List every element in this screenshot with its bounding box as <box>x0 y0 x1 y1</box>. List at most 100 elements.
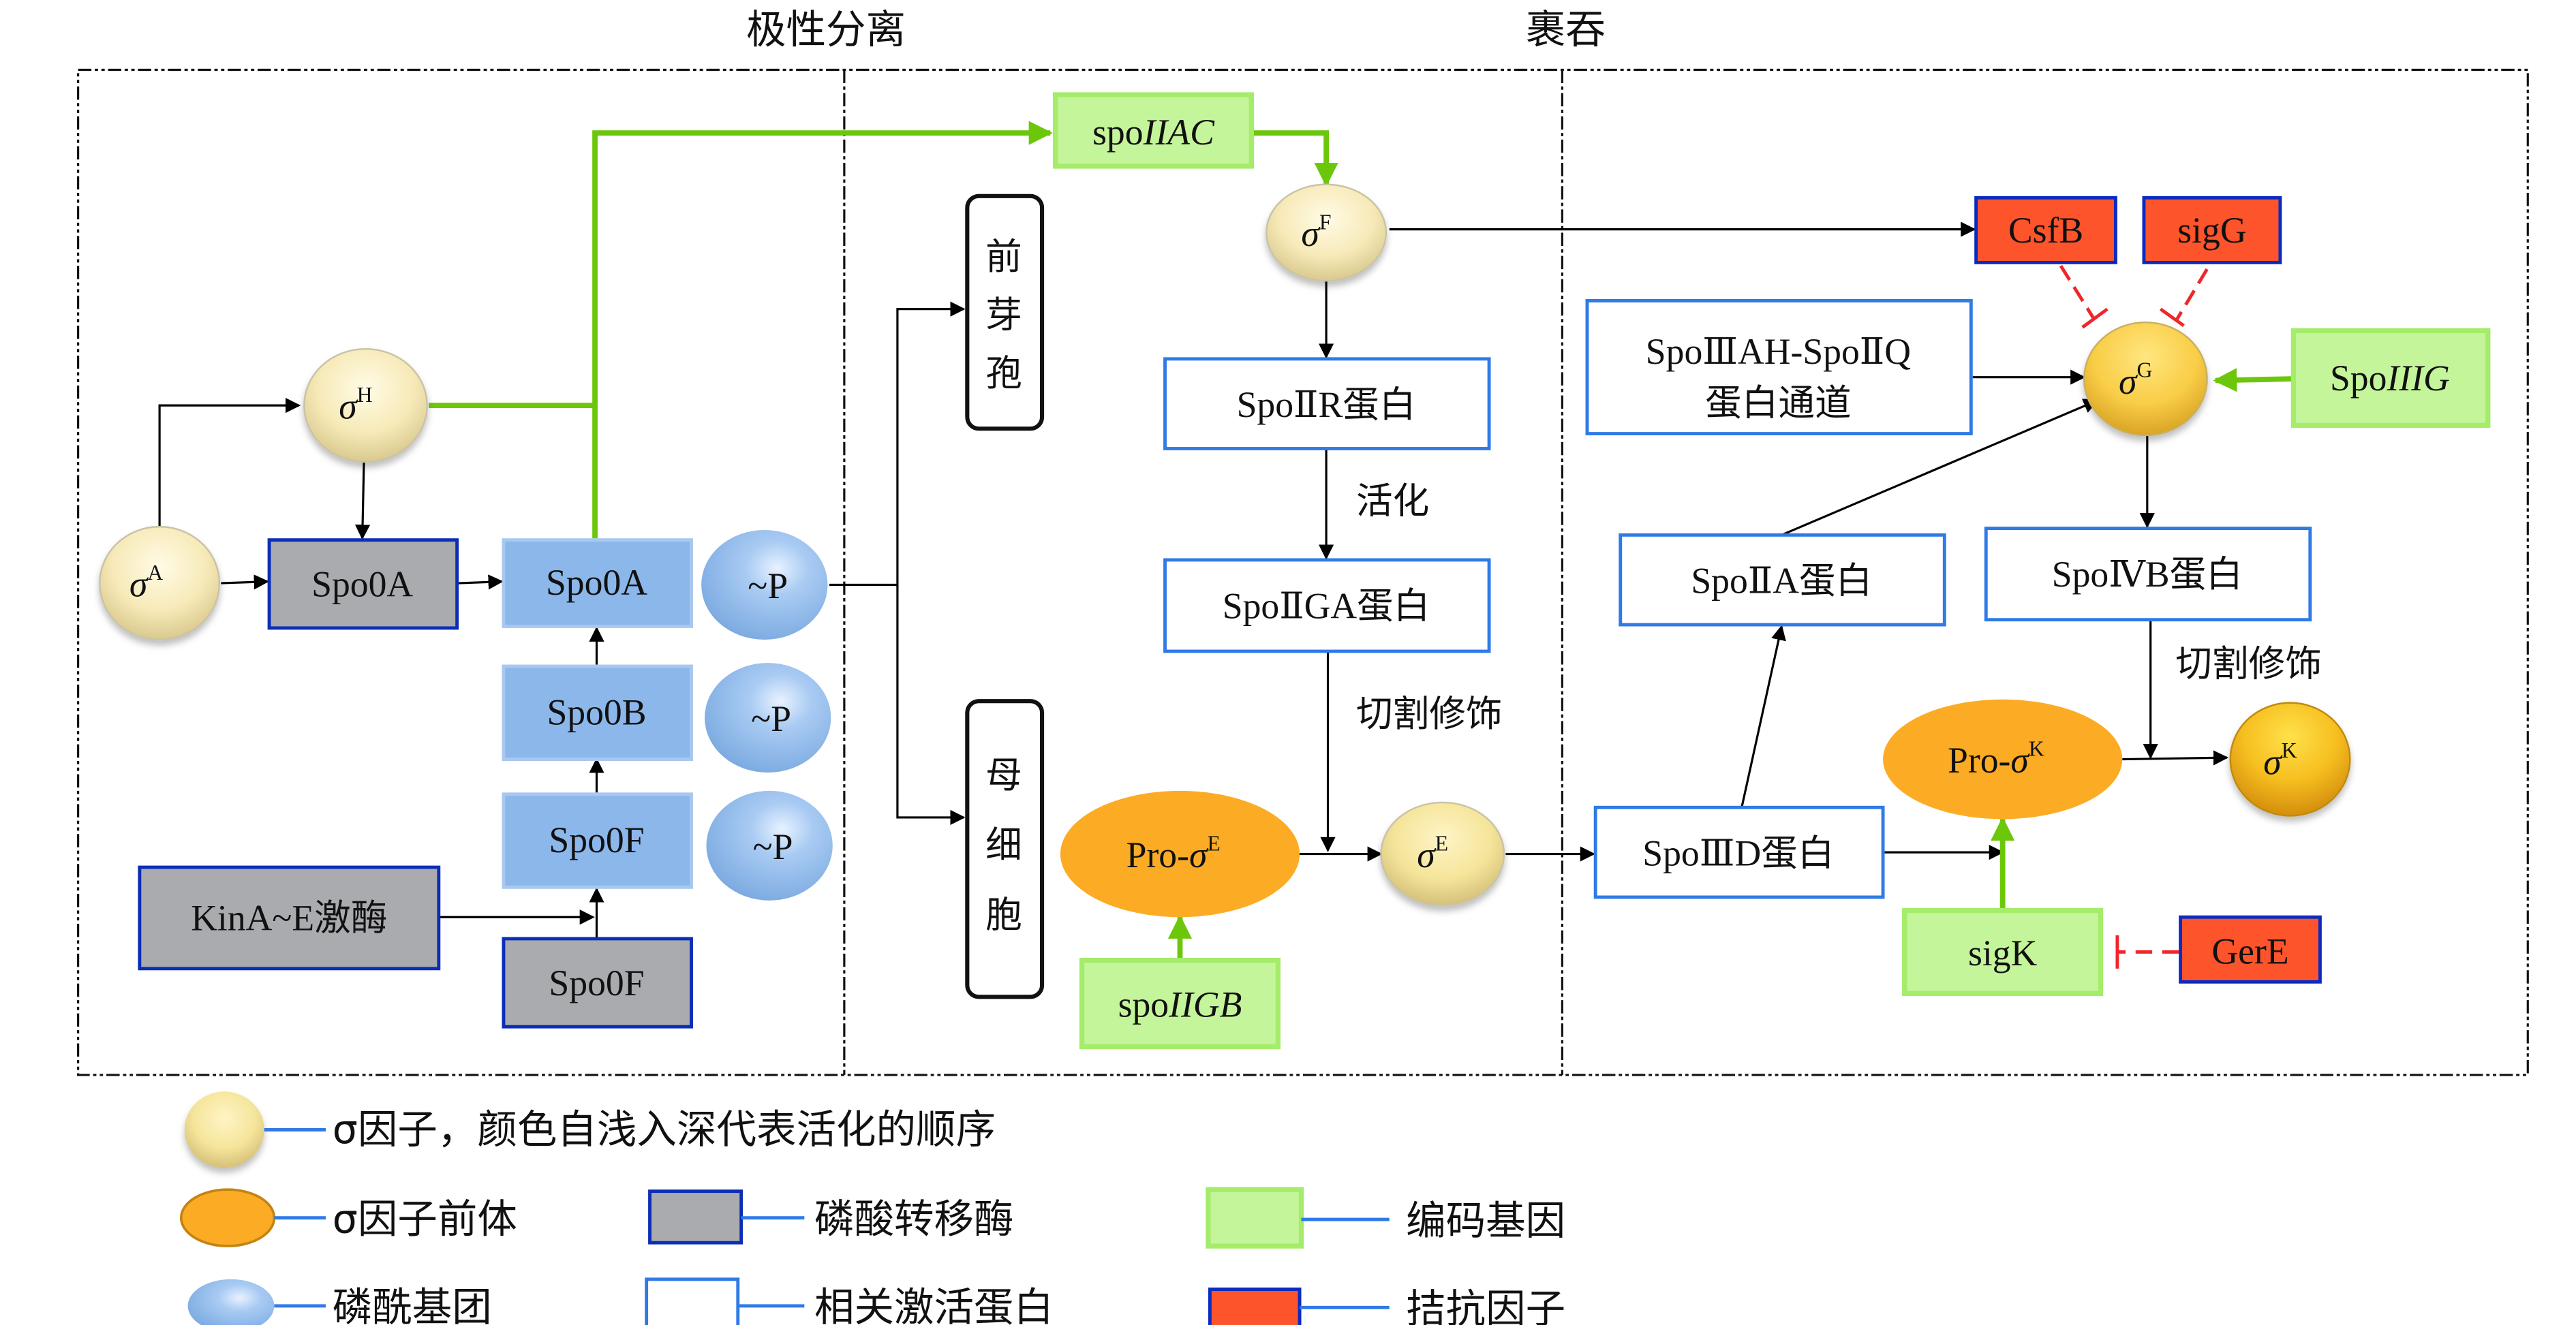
sigG-label: sigG <box>2177 210 2246 251</box>
sigma-A-node[interactable]: σA <box>99 525 221 641</box>
csfB-antagonist[interactable]: CsfB <box>1974 196 2117 264</box>
antagonist-box <box>2179 915 2322 984</box>
sigma-factor-ellipse <box>2229 702 2351 817</box>
forespore-char-3: 孢 <box>985 352 1022 394</box>
spoIIID-label: SpoⅢD蛋白 <box>1642 833 1834 874</box>
sigma-A-label: σA <box>129 561 163 604</box>
forespore-char-2: 芽 <box>985 293 1022 336</box>
spo0A-phosphotransferase[interactable]: Spo0A <box>267 538 459 630</box>
sigma-K-label: σK <box>2263 738 2297 782</box>
diagram-frame <box>77 68 2529 1076</box>
phosphotransferase-box <box>267 538 459 630</box>
phospho-group-1: ~P <box>701 530 828 640</box>
spoIIIG-gene[interactable]: SpoIIIG <box>2290 328 2491 428</box>
sigG-antagonist[interactable]: sigG <box>2142 196 2282 264</box>
spo0F-phosphorylated[interactable]: Spo0F <box>502 792 693 889</box>
edge-sigmaA-to-sigmaH <box>158 398 301 529</box>
mother-cell-char-1: 母 <box>985 753 1022 796</box>
spoIIGA-protein[interactable]: SpoⅡGA蛋白 <box>1163 558 1491 653</box>
inhibition-lines <box>2059 264 2209 969</box>
legend-antagonist-label: 拮抗因子 <box>1406 1285 1565 1325</box>
mother-cell-compartment[interactable]: 母 细 胞 <box>965 699 1045 999</box>
spoIVB-label: SpoⅣB蛋白 <box>2052 554 2243 595</box>
legend-gene-label: 编码基因 <box>1406 1198 1565 1244</box>
spo0B-label: Spo0B <box>547 691 646 732</box>
phospho-group-3: ~P <box>706 790 833 901</box>
gene-activation-lines <box>429 121 2293 961</box>
green-edge-spoIIAC-to-sigmaF <box>1251 130 1338 187</box>
spo0B-phosphorylated[interactable]: Spo0B <box>502 664 693 761</box>
spoIIA-protein[interactable]: SpoⅡA蛋白 <box>1619 533 1946 627</box>
sigma-factor-ellipse <box>2083 321 2208 437</box>
gene-box <box>2290 328 2491 428</box>
spo0F-phosphotransferase[interactable]: Spo0F <box>502 937 693 1029</box>
spo0A-phosphorylated[interactable]: Spo0A <box>502 538 693 628</box>
edge-sigmaA-to-spo0A <box>221 574 269 590</box>
precursor-ellipse <box>1060 790 1300 918</box>
spoIIGA-label: SpoⅡGA蛋白 <box>1223 585 1430 626</box>
spoIIIAH-spoIIQ-channel[interactable]: SpoⅢAH-SpoⅡQ 蛋白通道 <box>1585 299 1973 436</box>
sigma-H-node[interactable]: σH <box>303 347 428 463</box>
sigma-H-label: σH <box>339 383 372 426</box>
phospho-label: ~P <box>753 826 793 867</box>
legend-item-activating-protein: 相关激活蛋白 <box>645 1277 1054 1325</box>
gene-box <box>1902 907 2104 997</box>
pro-sigma-E-node[interactable]: Pro-σE <box>1060 790 1300 918</box>
spo0A-grey-label: Spo0A <box>311 564 413 605</box>
channel-label-line2: 蛋白通道 <box>1705 383 1852 424</box>
legend-item-antagonist: 拮抗因子 <box>1208 1285 1565 1325</box>
spoIIID-protein[interactable]: SpoⅢD蛋白 <box>1593 805 1885 899</box>
protein-box <box>1593 805 1885 899</box>
spoIIA-label: SpoⅡA蛋白 <box>1691 561 1872 602</box>
legend-phospho-icon <box>187 1279 275 1325</box>
spoIIAC-label: spoIIAC <box>1092 112 1215 153</box>
phospho-ellipse <box>706 790 833 901</box>
antagonist-box <box>1974 196 2117 264</box>
legend-phospho-label: 磷酰基团 <box>333 1284 492 1325</box>
legend-precursor-icon <box>179 1188 276 1247</box>
sigma-E-label: σE <box>1417 832 1448 875</box>
protein-box <box>1163 357 1491 450</box>
spoIIR-protein[interactable]: SpoⅡR蛋白 <box>1163 357 1491 450</box>
gene-box <box>1079 957 1281 1050</box>
sigma-F-node[interactable]: σF <box>1266 183 1387 282</box>
sigK-gene[interactable]: sigK <box>1902 907 2104 997</box>
phosphorylated-box <box>502 792 693 889</box>
green-edge-spoIIIG-to-sigmaG <box>2213 368 2293 392</box>
spo0F-blue-label: Spo0F <box>549 820 644 860</box>
legend-gene-icon <box>1206 1187 1304 1249</box>
legend-sigma-icon <box>184 1091 264 1168</box>
legend-item-phosphotransferase: 磷酸转移酶 <box>648 1189 1014 1245</box>
phosphorylated-box <box>502 538 693 628</box>
forespore-compartment[interactable]: 前 芽 孢 <box>965 193 1045 431</box>
gerE-antagonist[interactable]: GerE <box>2179 915 2322 984</box>
phospho-group-2: ~P <box>705 663 831 773</box>
pro-sigma-K-node[interactable]: Pro-σK <box>1883 699 2123 820</box>
legend-item-sigma: σ因子，颜色自浅入深代表活化的顺序 <box>184 1091 996 1168</box>
spoIIAC-gene[interactable]: spoIIAC <box>1052 92 1255 169</box>
phosphotransferase-box <box>502 937 693 1029</box>
compartment-box <box>965 193 1045 431</box>
green-edge-spo0A-to-spoIIAC <box>592 121 1053 539</box>
phospho-ellipse <box>701 530 828 640</box>
compartment-box <box>965 699 1045 999</box>
spoIVB-protein[interactable]: SpoⅣB蛋白 <box>1984 527 2312 622</box>
sigma-G-node[interactable]: σG <box>2083 321 2208 437</box>
sigma-E-node[interactable]: σE <box>1380 801 1505 907</box>
legend-item-phospho: 磷酰基团 <box>187 1279 492 1325</box>
gene-box <box>1052 92 1255 169</box>
inhibit-sigG-bar <box>2159 307 2185 328</box>
kinA-kinase[interactable]: KinA~E激酶 <box>138 865 441 971</box>
sigK-label: sigK <box>1968 933 2038 973</box>
phospho-label: ~P <box>748 565 788 606</box>
sigma-F-label: σF <box>1301 211 1331 254</box>
inhibit-csfB-sigmaG <box>2059 264 2096 320</box>
edge-spoIIID-to-spoIIA <box>1741 625 1786 808</box>
sigma-factor-ellipse <box>1380 801 1505 907</box>
sigma-K-node[interactable]: σK <box>2229 702 2351 817</box>
edge-spo0A-to-spo0A-P <box>459 574 504 590</box>
legend-item-precursor: σ因子前体 <box>179 1188 517 1247</box>
spoIIGB-gene[interactable]: spoIIGB <box>1079 957 1281 1050</box>
legend-sigma-label: σ因子，颜色自浅入深代表活化的顺序 <box>333 1106 996 1153</box>
phase-title-polar-division: 极性分离 <box>746 6 906 52</box>
